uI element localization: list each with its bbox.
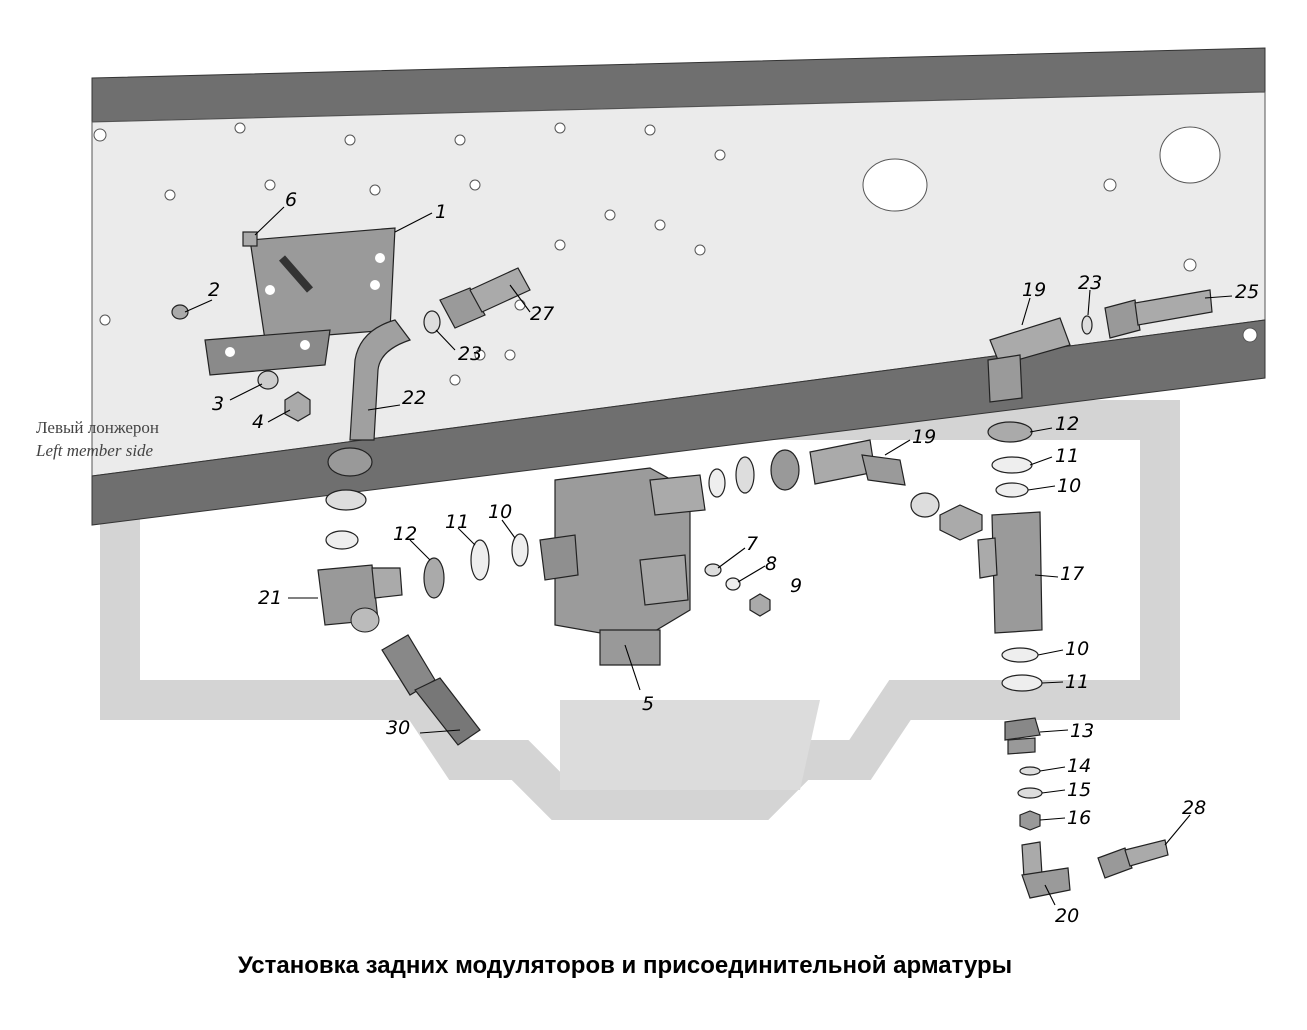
leader-lines	[184, 206, 1233, 906]
elbow-part-19-mid	[809, 439, 906, 486]
member-side-label-ru: Левый лонжерон	[36, 418, 159, 437]
bracket-part-1	[204, 227, 396, 376]
diagram-title: Установка задних модуляторов и присоедин…	[237, 952, 1013, 979]
ring-mid-1	[708, 468, 726, 498]
ring-left-1	[325, 489, 367, 511]
ring-part-11-left	[470, 539, 490, 581]
callout-4: 4	[252, 411, 264, 433]
modulator-part-5	[539, 467, 706, 666]
washer-part-8	[725, 577, 741, 591]
ring-part-10-right-top	[995, 482, 1029, 498]
elbow-part-19-right	[987, 317, 1071, 403]
ring-part-10-right-bottom	[1001, 647, 1039, 663]
callout-27: 27	[530, 303, 554, 325]
callout-23-left: 23	[458, 343, 482, 365]
callout-23-right: 23	[1078, 272, 1102, 294]
callout-3: 3	[212, 393, 224, 415]
ring-part-11-right-top	[991, 456, 1033, 474]
callout-15: 15	[1067, 779, 1091, 801]
callout-10-left: 10	[488, 501, 512, 523]
callout-labels: 1 2 3 4 5 6 7 8 9 10 10 10 11 11 11 12 1…	[208, 189, 1259, 927]
callout-19-right: 19	[1022, 279, 1046, 301]
member-side-label-en: Left member side	[35, 441, 154, 460]
callout-12-right: 12	[1055, 413, 1079, 435]
callout-10-right-top: 10	[1057, 475, 1081, 497]
callout-28: 28	[1182, 797, 1206, 819]
ring-part-12-left	[423, 557, 445, 599]
callout-5: 5	[642, 693, 654, 715]
callout-16: 16	[1067, 807, 1091, 829]
ring-mid-2	[735, 456, 755, 494]
callout-11-left: 11	[445, 511, 469, 533]
union-nut-left	[327, 447, 373, 477]
watermark-logo	[100, 400, 1180, 820]
washer-part-3	[257, 370, 279, 390]
callout-11-right-top: 11	[1055, 445, 1079, 467]
frame-bottom-flange	[91, 319, 1266, 526]
callout-20: 20	[1055, 905, 1079, 927]
nut-part-16	[1019, 810, 1041, 831]
nut-part-4	[284, 391, 311, 422]
hose-fitting-part-30	[381, 634, 481, 746]
ring-part-12-right	[987, 421, 1033, 443]
callout-25: 25	[1235, 281, 1259, 303]
callout-12-left: 12	[393, 523, 417, 545]
connector-part-27	[439, 267, 531, 329]
callout-14: 14	[1067, 755, 1091, 777]
callout-19-mid: 19	[912, 426, 936, 448]
nipple-part-13	[1004, 717, 1041, 755]
ring-left-2	[325, 530, 359, 550]
tee-part-21	[317, 564, 403, 633]
tee-part-17	[977, 511, 1043, 634]
washer-part-23-right	[1081, 315, 1093, 335]
ring-mid-4	[910, 492, 940, 518]
callout-11-right-bottom: 11	[1065, 671, 1089, 693]
ring-mid-3	[770, 449, 800, 491]
frame-holes	[93, 122, 1258, 386]
elbow-part-20	[1021, 841, 1071, 899]
callout-13: 13	[1070, 720, 1094, 742]
nut-part-2	[171, 304, 189, 320]
washer-part-7	[704, 563, 722, 577]
callout-22: 22	[402, 387, 426, 409]
callout-17: 17	[1060, 563, 1084, 585]
callout-21: 21	[258, 587, 282, 609]
connector-part-25	[1104, 289, 1213, 339]
callout-7: 7	[746, 533, 758, 555]
connector-part-28	[1097, 839, 1169, 879]
bolt-part-6	[242, 231, 258, 247]
ring-part-14	[1019, 766, 1041, 776]
callout-9: 9	[790, 575, 802, 597]
callout-2: 2	[208, 279, 220, 301]
callout-1: 1	[435, 201, 447, 223]
elbow-part-22	[349, 319, 411, 441]
ring-part-11-right-bottom	[1001, 674, 1043, 692]
callout-8: 8	[765, 553, 777, 575]
callout-6: 6	[285, 189, 297, 211]
ring-part-10-left	[511, 533, 529, 567]
nut-mid-5	[939, 504, 983, 541]
callout-30: 30	[386, 717, 410, 739]
ring-part-15	[1017, 787, 1043, 799]
callout-10-right-bottom: 10	[1065, 638, 1089, 660]
washer-part-23-left	[423, 310, 441, 334]
nut-part-9	[749, 593, 771, 617]
